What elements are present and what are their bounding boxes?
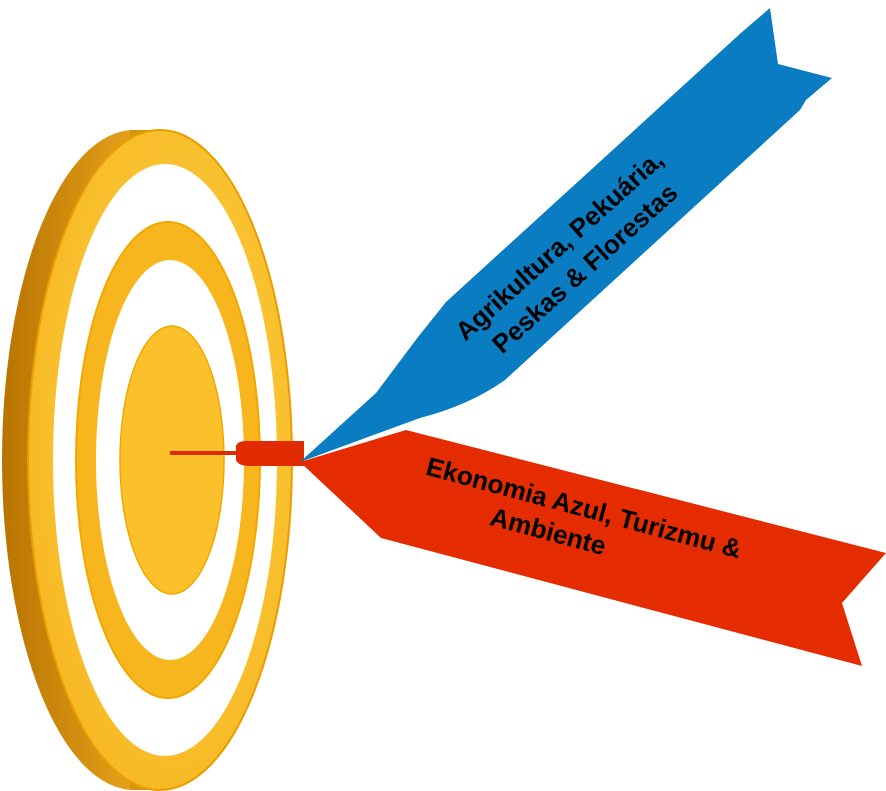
target-bullseye: [119, 325, 225, 595]
red-ribbon: Ekonomia Azul, Turizmu & Ambiente: [300, 430, 886, 666]
red-ribbon-shape: [300, 430, 886, 666]
dart-body: [236, 440, 304, 466]
blue-ribbon-shape: [300, 8, 832, 462]
blue-ribbon: Agrikultura, Pekuária, Peskas & Floresta…: [300, 8, 832, 462]
target-board: [2, 129, 293, 791]
dart: [170, 440, 304, 466]
